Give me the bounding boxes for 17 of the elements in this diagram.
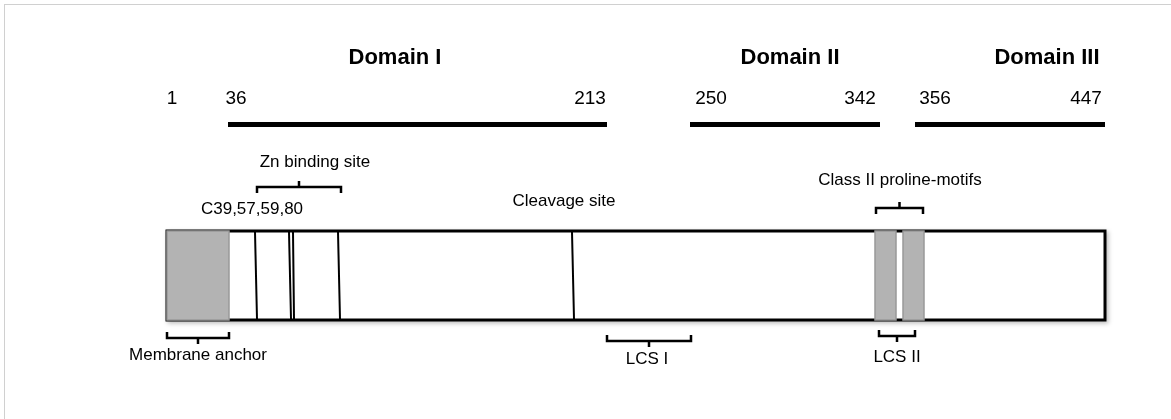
domain-label: Domain I (348, 46, 442, 68)
residue-number: 356 (919, 88, 951, 107)
annotation-label: LCS II (873, 348, 921, 365)
annotation-label: C39,57,59,80 (200, 200, 304, 217)
annotation-label: LCS I (625, 350, 669, 367)
residue-number: 250 (695, 88, 727, 107)
residue-number: 36 (225, 88, 247, 107)
annotation-label: Cleavage site (512, 192, 616, 209)
residue-number: 447 (1070, 88, 1102, 107)
domain-label: Domain III (994, 46, 1100, 68)
residue-number: 213 (574, 88, 606, 107)
annotation-label: Class II proline-motifs (818, 171, 982, 188)
annotation-label: Zn binding site (259, 153, 371, 170)
domain-label: Domain II (740, 46, 840, 68)
annotation-label: Membrane anchor (129, 346, 267, 363)
residue-number: 1 (166, 88, 178, 107)
residue-number: 342 (844, 88, 876, 107)
